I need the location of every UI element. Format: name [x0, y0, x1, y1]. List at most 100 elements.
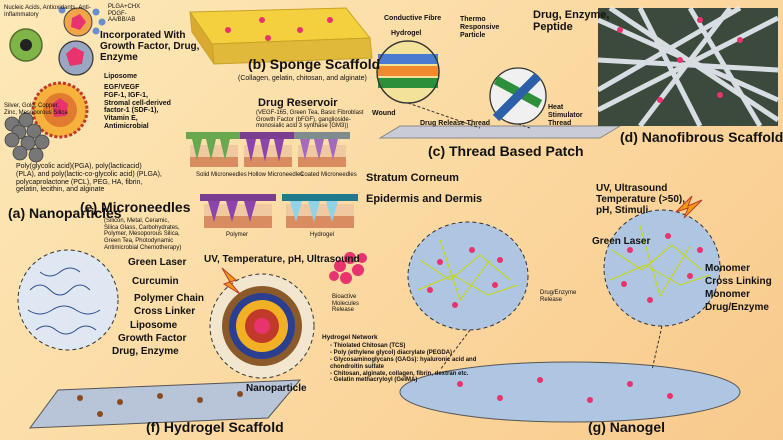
- label-line: Molecules: [332, 300, 360, 307]
- polymers-label: Poly(glycolic acid)(PGA), poly(lacticaci…: [16, 163, 162, 194]
- microneedle-materials: (Silicon, Metal, Ceramic, Silica Glass, …: [104, 218, 181, 252]
- label-line: Heat: [548, 104, 564, 111]
- silver-label: Silver, Gold, Copper, Zinc, Mesoporous S…: [4, 103, 68, 116]
- conductive-fibre-label: Conductive Fibre: [384, 15, 442, 22]
- nucleic-acids-label: Nucleic Acids, Antioxidants, Anti- Infla…: [4, 5, 91, 18]
- hydrogel-patch: [28, 379, 302, 429]
- sponge-graphic: [189, 7, 373, 65]
- label-line: Stromal cell-derived: [104, 99, 171, 107]
- label-line: Responsive: [460, 23, 500, 31]
- cross-linking-label: Cross Linking: [705, 276, 772, 287]
- hollow-microneedles: [240, 132, 296, 167]
- monomer2-label: Monomer: [705, 289, 750, 300]
- label-line: Thread: [548, 119, 572, 127]
- label-line: gelatin, lecithin, and alginate: [16, 186, 105, 194]
- label-line: Poly(glycolic acid)(PGA), poly(lacticaci…: [16, 163, 142, 170]
- wound-label: Wound: [372, 110, 396, 117]
- solid-microneedles: [186, 132, 242, 167]
- network-item: Glycosaminoglycans (GAGs): hyaluronic ac…: [330, 357, 480, 371]
- reservoir-detail: (VEGF-165, Green Tea, Basic Fibroblast G…: [256, 110, 364, 130]
- nanogel-film: [399, 361, 741, 423]
- network-item: Poly (ethylene glycol) diacrylate (PEGDA…: [330, 350, 480, 357]
- label-line: PLGA+CHX: [108, 4, 141, 10]
- metal-nanoparticles: [4, 112, 50, 163]
- network-list: Thiolated Chitosan (TCS) Poly (ethylene …: [330, 343, 480, 384]
- label-line: polycaprolactone (PCL), PEG, HA, fibrin,: [16, 178, 143, 186]
- label-line: Silver, Gold, Copper,: [4, 103, 60, 109]
- label-line: Vitamin E,: [104, 115, 138, 123]
- laser-bolt: [221, 267, 241, 295]
- network-title: Hydrogel Network: [322, 334, 378, 341]
- label-line: Enzyme: [100, 52, 138, 64]
- label-line: Drug, Enzyme,: [533, 9, 610, 21]
- incorporated-label: Incorporated With Growth Factor, Drug, E…: [100, 30, 199, 64]
- network-list-box: Thiolated Chitosan (TCS) Poly (ethylene …: [330, 343, 480, 384]
- label-line: (PLA), and poly(lactic-co-glycolic acid)…: [16, 170, 162, 178]
- nanogel-graphics: [399, 195, 741, 423]
- label-line: pH, Stimuli: [596, 205, 649, 217]
- laser-bolt-nanogel: [675, 195, 703, 219]
- label-line: Antimicrobial: [104, 123, 149, 131]
- nanogel-release-circle: [407, 221, 529, 331]
- stratum-label: Stratum Corneum: [366, 172, 459, 184]
- drug-enzyme-ng-label: Drug/Enzyme: [705, 302, 769, 313]
- label-line: (Silicon, Metal, Ceramic,: [104, 218, 170, 224]
- nanoparticles-title: (a) Nanoparticles: [8, 205, 122, 221]
- label-line: Bioactive: [332, 294, 357, 300]
- label-line: (VEGF-165, Green Tea, Basic Fibroblast: [256, 110, 364, 116]
- drug-release-label: Drug Release Thread: [420, 120, 491, 127]
- monomer-label: Monomer: [705, 263, 750, 274]
- label-line: Temperature (>50),: [596, 194, 686, 206]
- nanofibrous-title: (d) Nanofibrous Scaffold: [620, 129, 783, 145]
- bioactive-label: Bioactive Molecules Release: [332, 294, 359, 314]
- hollow-label: Hollow Microneedles: [248, 172, 304, 178]
- green-laser-label: Green Laser: [128, 257, 187, 268]
- label-line: Nucleic Acids, Antioxidants, Anti-: [4, 5, 91, 11]
- label-line: Release: [540, 296, 563, 303]
- epidermis-label: Epidermis and Dermis: [366, 193, 483, 205]
- curcumin-label: Curcumin: [132, 276, 179, 287]
- nanofiber-mesh: [596, 5, 780, 128]
- thread-title: (c) Thread Based Patch: [428, 143, 584, 159]
- label-line: UV, Ultrasound: [596, 183, 668, 194]
- drug-enzyme-peptide-label: Drug, Enzyme, Peptide: [533, 9, 609, 34]
- thermo-label: Thermo Responsive Particle: [460, 16, 499, 39]
- network-item: Gelatin methacryloyl (GelMA): [330, 377, 480, 384]
- thread-patch-graphic: [376, 40, 622, 139]
- nanogel-laser-label: Green Laser: [592, 236, 651, 247]
- hydrogel-stimuli-label: UV, Temperature, pH, Ultrasound: [204, 254, 360, 265]
- growth-factor-label: Growth Factor: [118, 333, 187, 344]
- label-line: Particle: [460, 31, 486, 39]
- coated-label: Coated Microneedles: [300, 172, 357, 178]
- microneedles-title: (e) Microneedles: [80, 199, 191, 215]
- label-line: Antimicrobial Chemotherapy): [104, 244, 182, 251]
- nanogel-circle: [603, 209, 721, 327]
- label-line: Inflammatory: [4, 11, 39, 18]
- label-line: monosialic acid 3 synthase (GM3)): [256, 123, 349, 130]
- release-label: Drug/Enzyme Release: [540, 290, 576, 303]
- label-line: Release: [332, 307, 355, 314]
- polymer-label: Polymer: [226, 232, 249, 238]
- nanoparticle-label: Nanoparticle: [246, 383, 307, 394]
- label-line: EGF/VEGF: [104, 84, 140, 91]
- heat-label: Heat Stimulator Thread: [548, 104, 583, 127]
- drug-reservoir-label: Drug Reservoir: [258, 97, 338, 109]
- hydrogel-mesh-circle: [17, 249, 119, 351]
- nanoparticle-graphics: [4, 6, 106, 163]
- sponge-title: (b) Sponge Scaffold: [248, 56, 381, 72]
- hydrogel-microneedles: [282, 194, 358, 228]
- polymer-chain-label: Polymer Chain: [134, 293, 205, 304]
- label-line: FGF-1, IGF-1,: [104, 91, 148, 99]
- label-line: Stimulator: [548, 111, 583, 119]
- label-line: Polymer, Mesoporous Silica,: [104, 231, 180, 238]
- network-item: Thiolated Chitosan (TCS): [330, 343, 480, 350]
- label-line: PDGF-: [108, 10, 127, 17]
- label-line: Thermo: [460, 16, 486, 23]
- drug-enzyme-hg-label: Drug, Enzyme: [112, 346, 179, 357]
- label-line: Incorporated With: [100, 30, 186, 41]
- network-item: Chitosan, alginate, collagen, fibrin, de…: [330, 371, 480, 378]
- label-line: Zinc, Mesoporous Silica: [4, 109, 68, 116]
- liposome-hg-label: Liposome: [130, 320, 178, 331]
- label-line: AA/BB/AB: [108, 17, 136, 24]
